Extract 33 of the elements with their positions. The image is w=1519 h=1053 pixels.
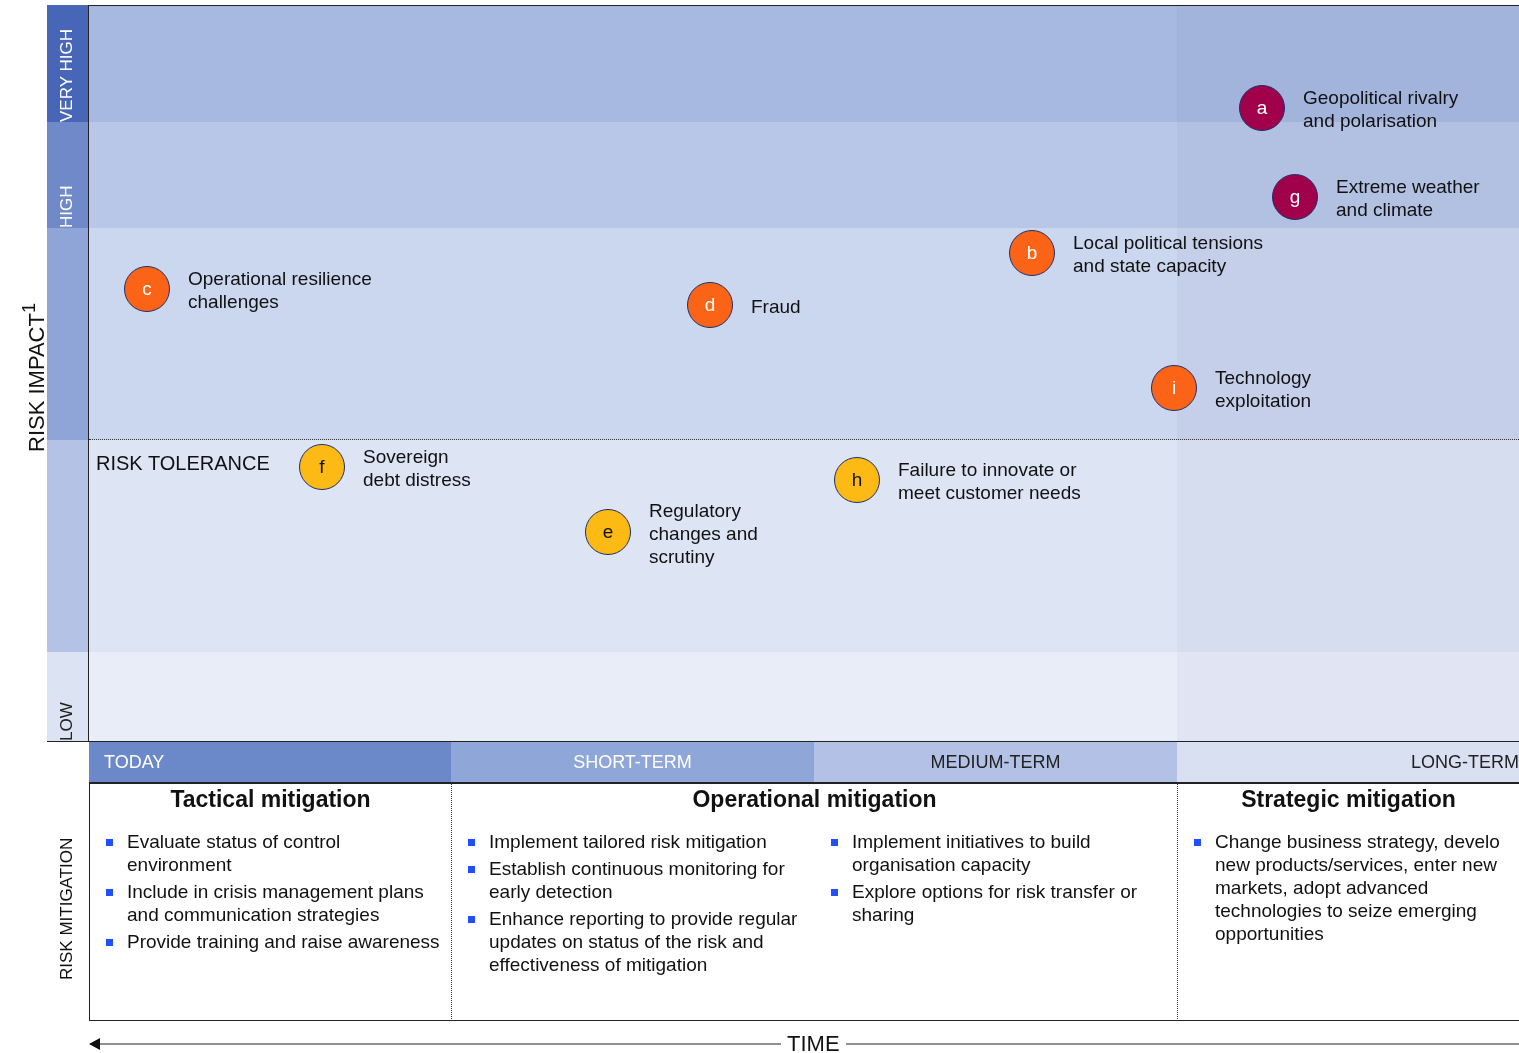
time-period-header: MEDIUM-TERM <box>814 742 1177 783</box>
risk-label: Regulatory changes and scrutiny <box>649 498 759 568</box>
risk-label: Local political tensions and state capacity <box>1073 231 1265 277</box>
bullet-item: Change business strategy, develo new products/services, enter new markets, adopt advanced technologies to seize emerging opportunities <box>1215 830 1501 945</box>
bullet-item: Enhance reporting to provide regular updates on status of the risk and effectiveness of mitigation <box>489 907 799 976</box>
bullet-item: Include in crisis management plans and communication strategies <box>127 880 425 926</box>
mitigation-panel <box>89 783 451 1021</box>
time-period-header: TODAY <box>89 742 451 783</box>
mitigation-panel <box>451 783 1177 1021</box>
bullet-item: Implement initiatives to build organisation capacity <box>852 830 1092 876</box>
bullet-item: Evaluate status of control environment <box>127 830 342 876</box>
risk-label: Operational resilience challenges <box>188 267 373 313</box>
bullet-item: Provide training and raise awareness <box>127 930 441 953</box>
risk-label: Technology exploitation <box>1215 366 1313 412</box>
risk-label: Failure to innovate or meet customer needs <box>898 458 1082 504</box>
bullet-item: Explore options for risk transfer or sharing <box>852 880 1139 926</box>
impact-level-label: LOW <box>57 701 77 741</box>
risk-label: Extreme weather and climate <box>1336 175 1481 221</box>
risk-label: Sovereign debt distress <box>363 445 472 491</box>
threshold-label: RISK TOLERANCE <box>96 452 270 475</box>
panel-heading: Operational mitigation <box>691 786 938 813</box>
time-period-header: SHORT-TERM <box>451 742 814 783</box>
risk-label: Geopolitical rivalry and polarisation <box>1303 86 1460 132</box>
impact-level-label: VERY HIGH <box>57 28 77 122</box>
axis-title: RISK MITIGATION <box>57 836 77 980</box>
mitigation-panel <box>1177 783 1519 1021</box>
panel-heading: Tactical mitigation <box>169 786 372 813</box>
impact-level-label: HIGH <box>57 184 77 228</box>
risk-label: Fraud <box>751 294 802 318</box>
bullet-item: Establish continuous monitoring for early detection <box>489 857 786 903</box>
time-period-header: LONG-TERM <box>1177 742 1519 783</box>
panel-heading: Strategic mitigation <box>1240 786 1457 813</box>
bullet-item: Implement tailored risk mitigation <box>489 830 768 853</box>
